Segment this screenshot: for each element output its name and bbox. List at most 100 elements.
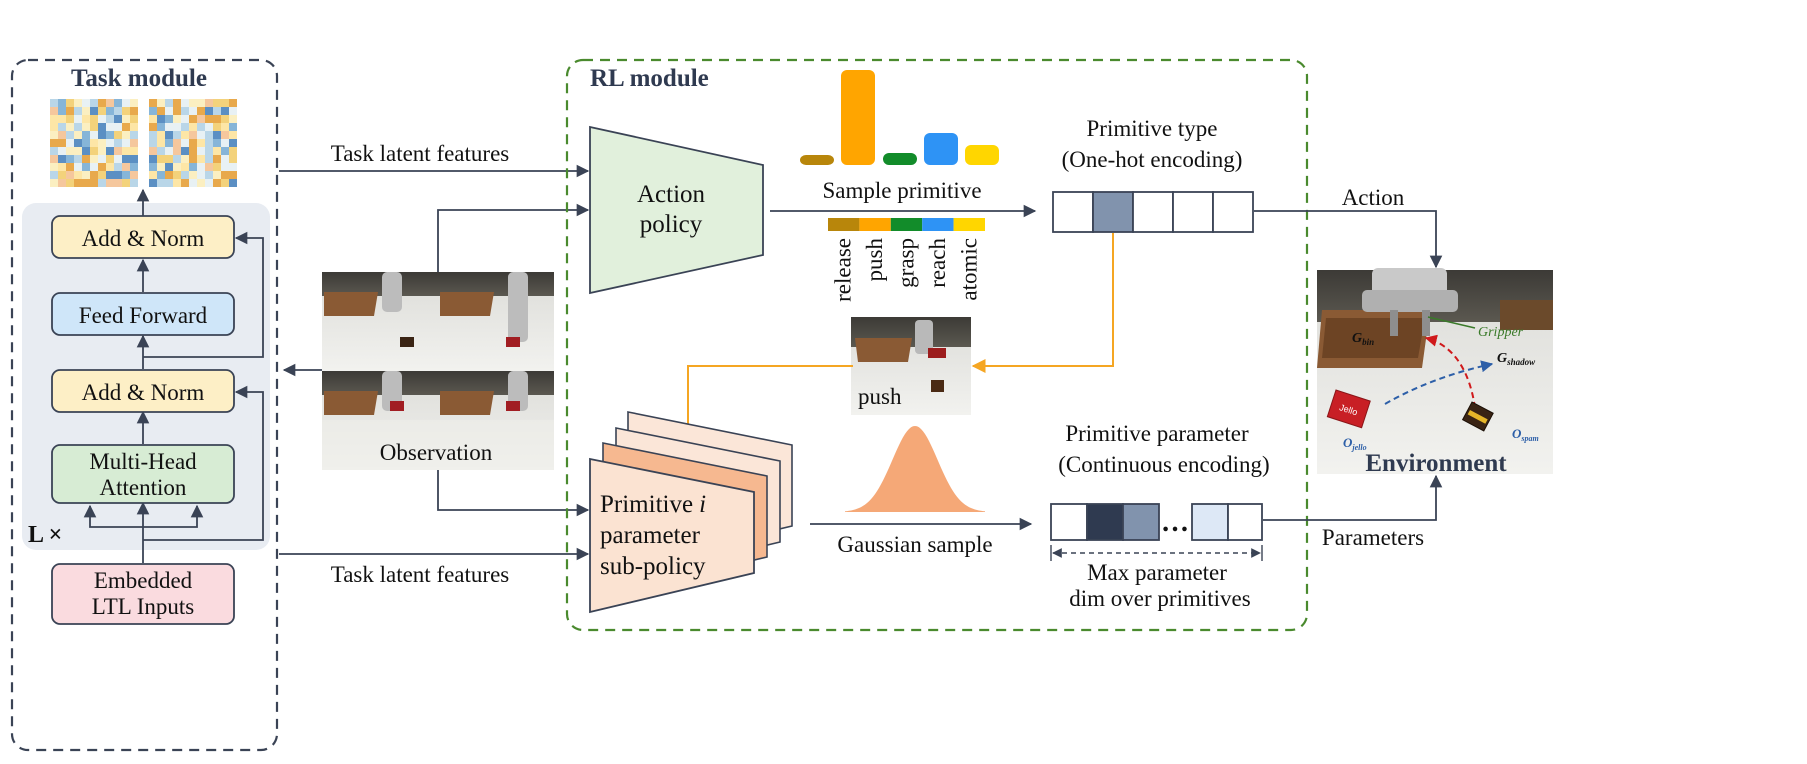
heatmap-cell <box>98 123 106 131</box>
one-hot-cell-3 <box>1132 191 1174 233</box>
heatmap-cell <box>213 179 221 187</box>
heatmap-cell <box>189 107 197 115</box>
legend-label-release: release <box>831 238 856 302</box>
heatmap-cell <box>165 107 173 115</box>
legend-label-atomic: atomic <box>956 238 981 301</box>
env-g-shadow-sub: shadow <box>1506 357 1536 367</box>
heatmap-cell <box>58 131 66 139</box>
heatmap-cell <box>106 155 114 163</box>
heatmap-cell <box>114 179 122 187</box>
legend-swatch-push <box>859 218 891 231</box>
primitive-probability-bars <box>800 70 999 165</box>
heatmap-cell <box>82 115 90 123</box>
env-g-shadow-label: Gshadow <box>1497 351 1536 367</box>
heatmap-cell <box>114 139 122 147</box>
max-parameter-line1: Max parameter <box>1087 560 1227 585</box>
prob-bar-release <box>800 155 834 165</box>
heatmap-cell <box>149 171 157 179</box>
one-hot-cell-1 <box>1052 191 1094 233</box>
heatmap-cell <box>213 147 221 155</box>
heatmap-cell <box>165 115 173 123</box>
add-norm-top-box <box>51 215 235 259</box>
heatmap-cell <box>149 147 157 155</box>
env-g-shadow-main: G <box>1497 351 1507 366</box>
prob-bar-reach <box>924 133 958 165</box>
heatmap-cell <box>213 139 221 147</box>
action-policy-line2: policy <box>640 211 703 238</box>
heatmap-cell <box>106 179 114 187</box>
env-jello-box: Jello <box>1326 389 1371 429</box>
heatmap-cell <box>181 155 189 163</box>
heatmap-cell <box>165 163 173 171</box>
heatmap-cell <box>173 171 181 179</box>
heatmap-cell <box>213 107 221 115</box>
env-robot-hand <box>1362 290 1458 312</box>
heatmap-cell <box>74 131 82 139</box>
heatmap-cell <box>98 99 106 107</box>
push-thumb-robot-arm <box>915 320 933 354</box>
heatmap-cell <box>74 179 82 187</box>
heatmap-cell <box>82 99 90 107</box>
heatmap-cell <box>106 139 114 147</box>
heatmap-cell <box>50 139 58 147</box>
heatmap-cell <box>58 163 66 171</box>
primitive-parameter-subtitle: (Continuous encoding) <box>1058 452 1269 477</box>
heatmap-cell <box>106 171 114 179</box>
heatmap-cell <box>58 147 66 155</box>
environment-image: Gripper Gbin Gshadow Jello Ojello Ospam … <box>1317 268 1553 477</box>
heatmap-cell <box>114 155 122 163</box>
env-gripper-pointer <box>1427 316 1476 329</box>
heatmap-cell <box>205 123 213 131</box>
ltl-input-line1: Embedded <box>94 568 193 593</box>
heatmap-cell <box>157 163 165 171</box>
env-robot-upper <box>1372 268 1447 296</box>
heatmap-cell <box>58 171 66 179</box>
param-cell-4 <box>1191 503 1229 541</box>
heatmap-cell <box>229 115 237 123</box>
legend-swatch-grasp <box>890 218 923 231</box>
env-g-bin-main: G <box>1352 331 1362 346</box>
heatmap-cell <box>50 147 58 155</box>
heatmap-cell <box>189 123 197 131</box>
heatmap-cell <box>74 163 82 171</box>
heatmap-cell <box>157 123 165 131</box>
heatmap-cell <box>50 107 58 115</box>
heatmap-cell <box>165 139 173 147</box>
heatmap-cell <box>221 131 229 139</box>
one-hot-cell-2 <box>1092 191 1134 233</box>
heatmap-cell <box>173 131 181 139</box>
layer-repeat-label: L × <box>28 522 62 548</box>
ltl-input-line2: LTL Inputs <box>92 594 194 619</box>
heatmap-cell <box>229 179 237 187</box>
heatmap-cell <box>122 107 130 115</box>
heatmap-cell <box>173 155 181 163</box>
push-thumb-spam <box>931 380 944 392</box>
heatmap-cell <box>149 139 157 147</box>
heatmap-cell <box>157 115 165 123</box>
heatmap-cell <box>50 123 58 131</box>
prob-bar-push <box>841 70 875 165</box>
heatmap-cell <box>181 131 189 139</box>
heatmap-cell <box>165 155 173 163</box>
action-arrow <box>1254 210 1443 269</box>
heatmap-cell <box>205 115 213 123</box>
heatmap-cell <box>58 107 66 115</box>
heatmap-cell <box>82 139 90 147</box>
heatmap-cell <box>205 147 213 155</box>
heatmap-cell <box>213 163 221 171</box>
heatmap-cell <box>157 99 165 107</box>
subpolicy-line3: sub-policy <box>600 553 706 580</box>
one-hot-cell-5 <box>1212 191 1254 233</box>
heatmap-cell <box>165 171 173 179</box>
gaussian-curve <box>845 426 985 512</box>
observation-panel-robot <box>382 272 402 312</box>
heatmap-cell <box>189 147 197 155</box>
heatmap-cell <box>66 99 74 107</box>
heatmap-cell <box>130 115 138 123</box>
heatmap-cell <box>106 163 114 171</box>
heatmap-cell <box>130 99 138 107</box>
heatmap-cell <box>205 131 213 139</box>
heatmap-cell <box>90 139 98 147</box>
heatmap-cell <box>181 163 189 171</box>
